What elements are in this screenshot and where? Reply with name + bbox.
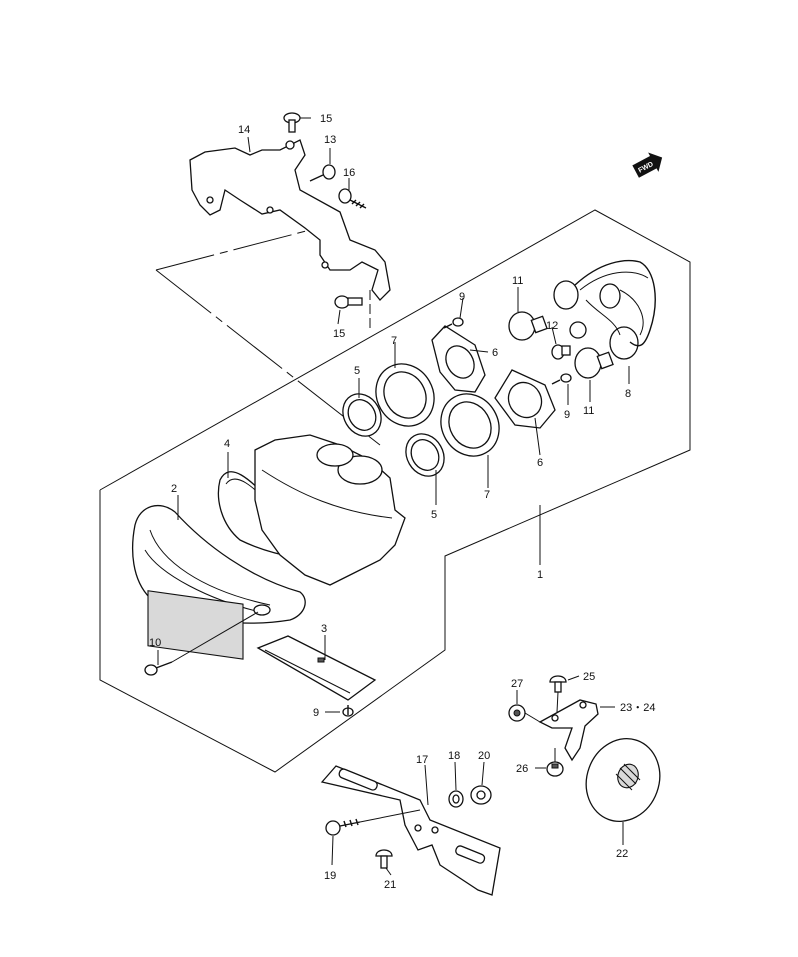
callout-leaders bbox=[157, 117, 630, 876]
bulb-11-upper bbox=[508, 311, 548, 341]
callout-18: 18 bbox=[448, 750, 460, 762]
plate-bracket bbox=[320, 765, 501, 896]
callout-17: 17 bbox=[416, 754, 428, 766]
callout-2: 2 bbox=[171, 483, 177, 495]
callout-26: 26 bbox=[516, 763, 528, 775]
callout-12: 12 bbox=[546, 320, 558, 332]
callout-15-top: 15 bbox=[320, 113, 332, 125]
callout-1: 1 bbox=[537, 569, 543, 581]
screw-13 bbox=[309, 164, 336, 182]
callout-23-24: 23・24 bbox=[620, 702, 655, 714]
callout-16: 16 bbox=[343, 167, 355, 179]
bracket-23-24 bbox=[538, 699, 599, 762]
callout-20: 20 bbox=[478, 750, 490, 762]
callout-9-bottom: 9 bbox=[313, 707, 319, 719]
gasket-6-lower bbox=[494, 369, 556, 429]
callout-27: 27 bbox=[511, 678, 523, 690]
nut-20 bbox=[470, 785, 492, 805]
bolt-19 bbox=[325, 809, 421, 836]
screw-15-top bbox=[283, 112, 301, 133]
screw-9-bottom bbox=[342, 705, 354, 717]
screw-10 bbox=[144, 611, 259, 676]
assembly-outline bbox=[99, 209, 691, 773]
callout-6-lower: 6 bbox=[537, 457, 543, 469]
callout-6-upper: 6 bbox=[492, 347, 498, 359]
callout-7-upper: 7 bbox=[391, 335, 397, 347]
callout-11-lower: 11 bbox=[583, 405, 594, 417]
lens-part bbox=[131, 504, 306, 660]
callout-5-lower: 5 bbox=[431, 509, 437, 521]
screw-25 bbox=[549, 675, 567, 713]
callout-19: 19 bbox=[324, 870, 336, 882]
gasket-6-upper bbox=[431, 325, 486, 393]
callout-7-lower: 7 bbox=[484, 489, 490, 501]
socket-7-lower bbox=[440, 393, 500, 457]
screw-16 bbox=[338, 188, 367, 209]
reflector-22 bbox=[585, 738, 661, 822]
callout-8: 8 bbox=[625, 388, 631, 400]
callout-4: 4 bbox=[224, 438, 230, 450]
callout-25: 25 bbox=[583, 671, 595, 683]
bulb-12 bbox=[551, 344, 571, 360]
ring-5-lower bbox=[405, 433, 445, 477]
bracket-part bbox=[189, 139, 391, 301]
callout-labels: 15 14 13 16 15 9 11 12 6 7 5 8 11 9 4 6 … bbox=[149, 113, 655, 891]
callout-11-upper: 11 bbox=[512, 275, 523, 287]
callout-5-upper: 5 bbox=[354, 365, 360, 377]
reflector-plate bbox=[256, 635, 377, 701]
nut-26 bbox=[546, 748, 564, 777]
callout-15-bottom: 15 bbox=[333, 328, 345, 340]
callout-22: 22 bbox=[616, 848, 628, 860]
callout-21: 21 bbox=[384, 879, 396, 891]
callout-10: 10 bbox=[149, 637, 161, 649]
ring-5-upper bbox=[342, 393, 382, 437]
callout-14: 14 bbox=[238, 124, 250, 136]
screw-9-right bbox=[551, 373, 572, 385]
callout-13: 13 bbox=[324, 134, 336, 146]
callout-9-right: 9 bbox=[564, 409, 570, 421]
screw-15-bottom bbox=[334, 295, 363, 309]
screw-21 bbox=[375, 849, 393, 869]
fwd-arrow-icon: FWD bbox=[632, 152, 663, 178]
callout-9-top: 9 bbox=[459, 291, 465, 303]
wiring-harness bbox=[553, 259, 656, 360]
housing-part bbox=[254, 434, 406, 586]
socket-7-upper bbox=[375, 363, 435, 427]
bulb-11-lower bbox=[574, 347, 614, 379]
screw-9-top bbox=[443, 317, 464, 329]
washer-27 bbox=[508, 704, 541, 723]
callout-3: 3 bbox=[321, 623, 327, 635]
washer-18 bbox=[448, 790, 464, 808]
